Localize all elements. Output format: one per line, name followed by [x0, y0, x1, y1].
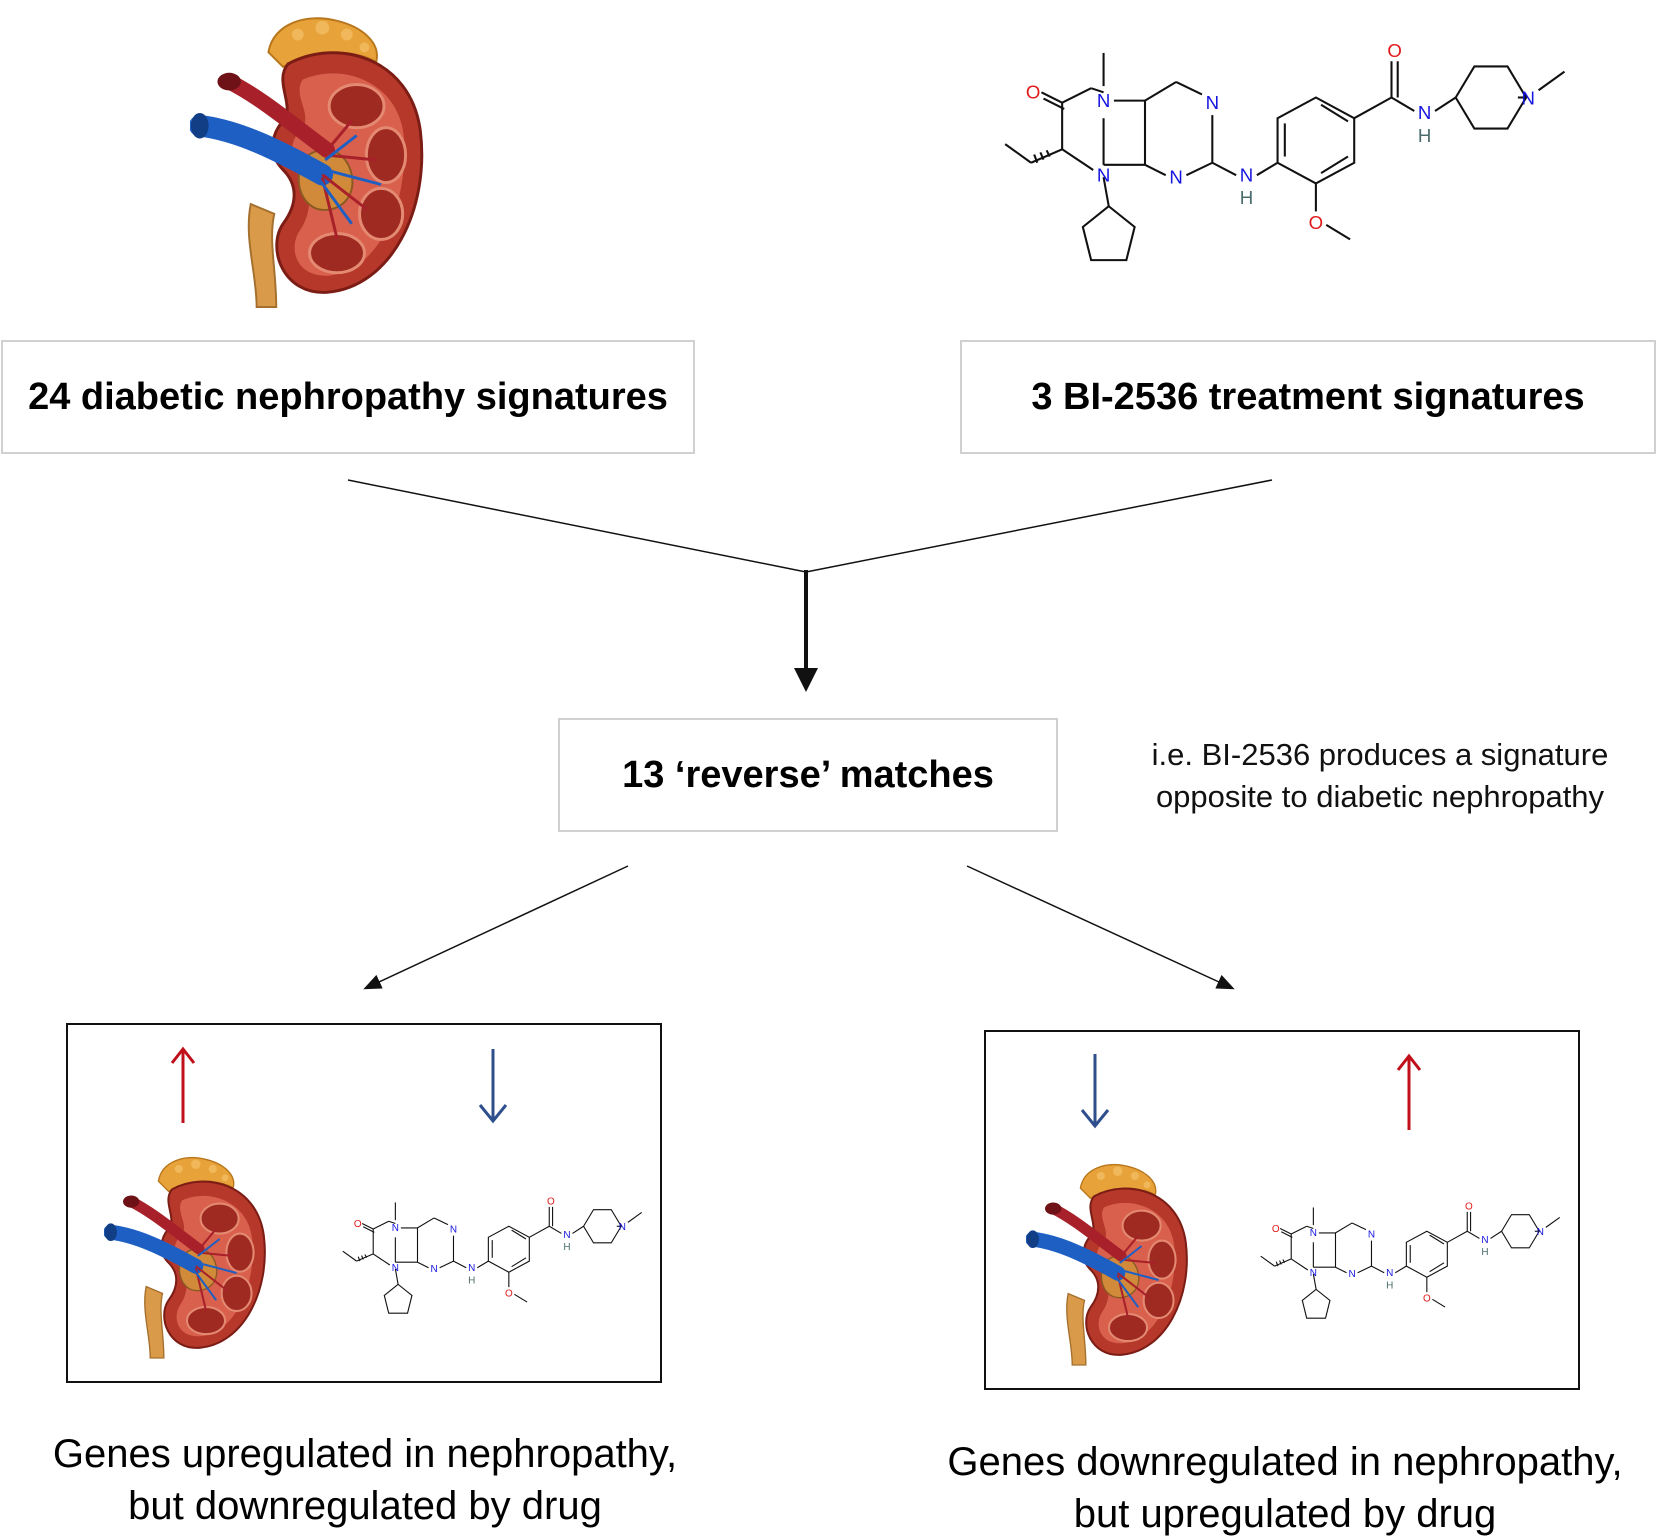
right-caption: Genes downregulated in nephropathy, but … — [905, 1436, 1665, 1540]
disease-signatures-label: 24 diabetic nephropathy signatures — [28, 375, 668, 418]
down-arrow-disease — [1080, 1054, 1110, 1129]
note-line-2: opposite to diabetic nephropathy — [1155, 779, 1605, 814]
disease-signatures-box: 24 diabetic nephropathy signatures — [1, 340, 695, 454]
diverge-arrow-right — [966, 865, 1235, 990]
left-caption-line-1: Genes upregulated in nephropathy, — [52, 1432, 678, 1476]
right-caption-line-1: Genes downregulated in nephropathy, — [947, 1440, 1623, 1484]
down-arrow-drug — [478, 1049, 508, 1124]
diverge-arrow-left — [363, 865, 629, 990]
note-line-1: i.e. BI-2536 produces a signature — [1151, 737, 1609, 772]
kidney-illustration — [104, 1151, 274, 1361]
right-caption-line-2: but upregulated by drug — [1073, 1492, 1497, 1536]
right-result-frame — [984, 1030, 1580, 1390]
left-caption: Genes upregulated in nephropathy, but do… — [20, 1428, 710, 1532]
up-arrow-drug — [1396, 1053, 1422, 1130]
left-caption-line-2: but downregulated by drug — [128, 1484, 602, 1528]
left-result-frame — [66, 1023, 662, 1383]
explanation-note: i.e. BI-2536 produces a signature opposi… — [1110, 734, 1650, 818]
bi2536-structure — [1260, 1201, 1561, 1319]
reverse-matches-label: 13 ‘reverse’ matches — [622, 753, 994, 796]
reverse-matches-box: 13 ‘reverse’ matches — [558, 718, 1058, 832]
drug-signatures-label: 3 BI-2536 treatment signatures — [1031, 375, 1585, 418]
converge-line-right — [805, 479, 1273, 573]
converge-line-left — [347, 479, 807, 573]
bi2536-structure — [342, 1196, 643, 1314]
up-arrow-disease — [170, 1046, 196, 1123]
kidney-illustration — [1026, 1158, 1196, 1368]
drug-signatures-box: 3 BI-2536 treatment signatures — [960, 340, 1656, 454]
